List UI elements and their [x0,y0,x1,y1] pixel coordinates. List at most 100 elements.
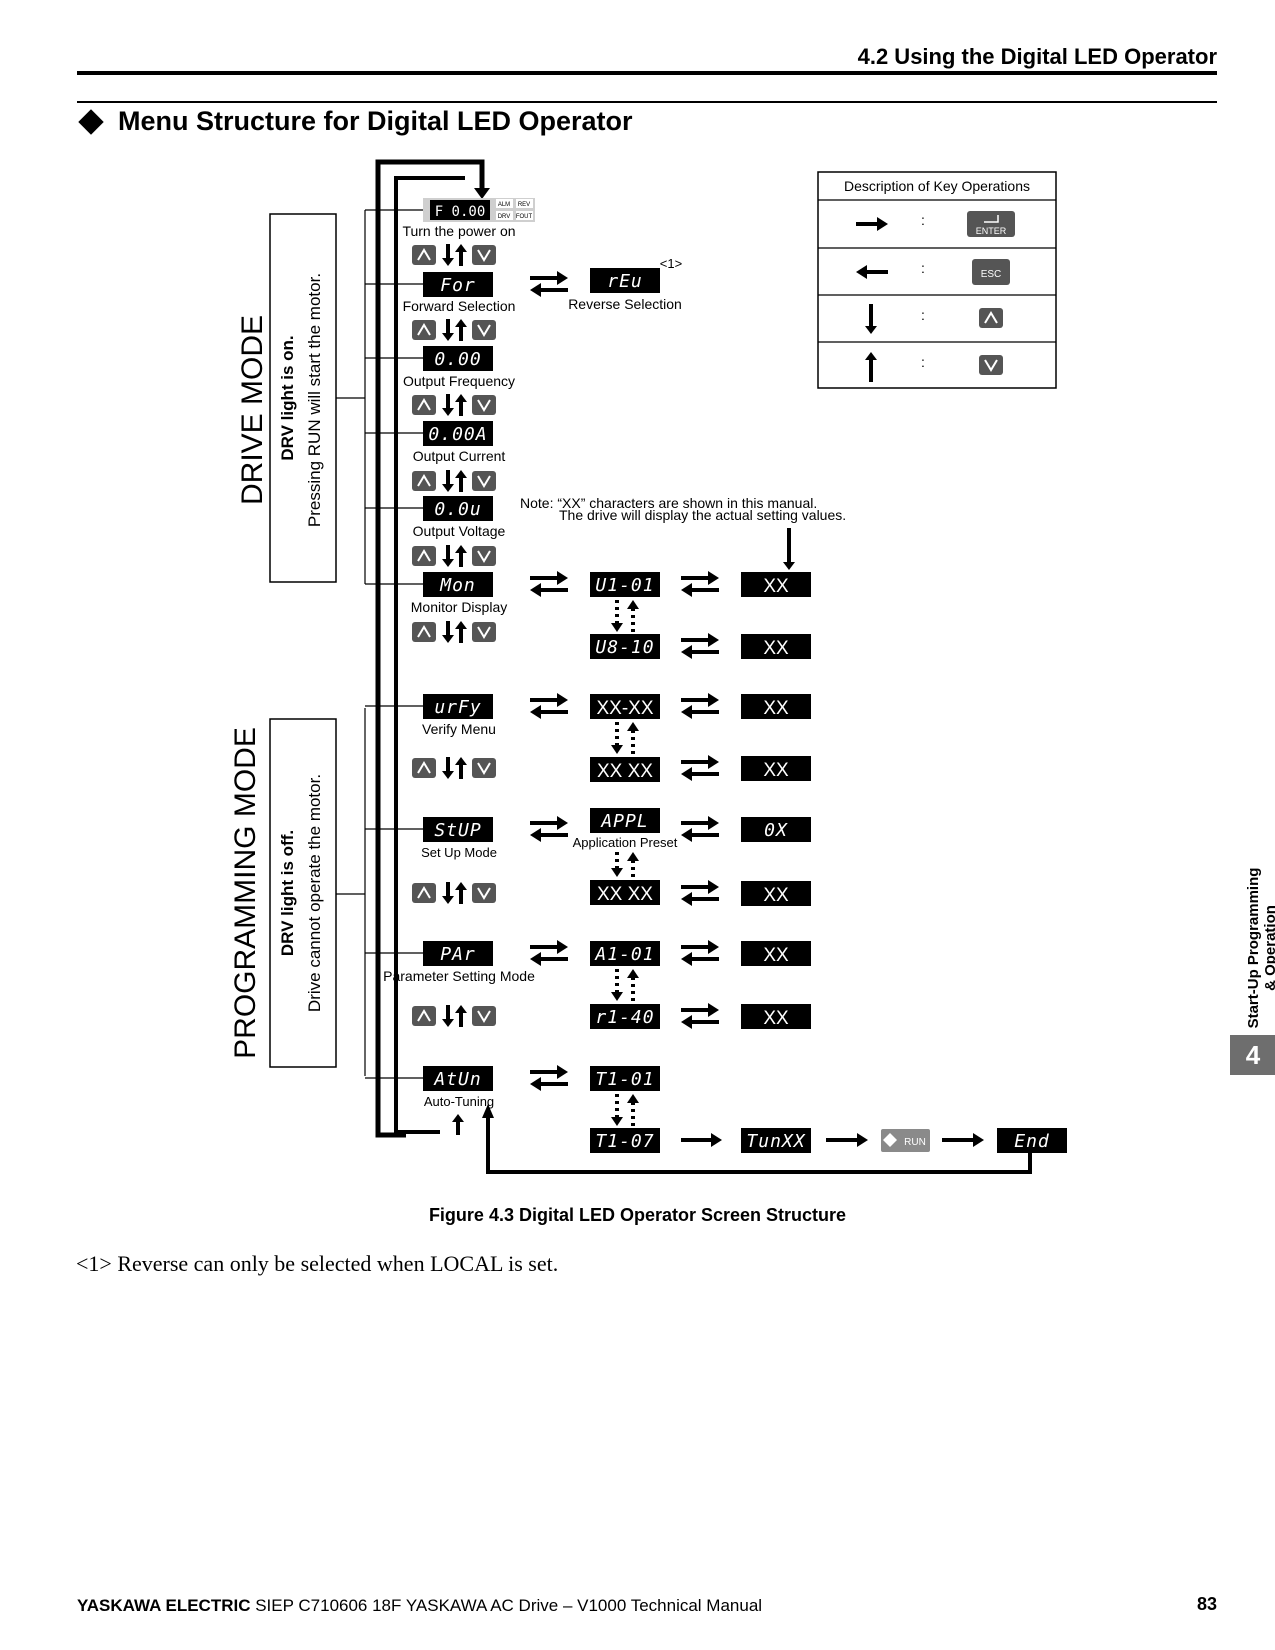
key-row-5-down-arrow-icon [442,559,454,567]
monitor-last-value-swap-left-shaft [690,650,719,654]
tuning-param-first: T1-01 [595,1069,654,1090]
key-row-9-up-key-icon [417,1009,431,1022]
key-row-4-up-key-icon-button [412,471,436,491]
key-row-6-up-key-icon [417,625,431,638]
key-row-3-up-arrow-icon [455,394,467,402]
screen-forward-label: Forward Selection [403,298,516,314]
screen-parameter-display-panel [423,941,493,966]
key-row-8-up-key-icon-button [412,883,436,903]
key-row-1-up-arrow-icon-shaft [459,251,463,266]
key-row-3-up-arrow-icon-shaft [459,401,463,416]
key-row-5-down-key-icon [477,550,491,563]
key-row-9-up-arrow-icon [455,1005,467,1013]
key-row-9-down-key-icon-button [472,1006,496,1026]
footer-text: YASKAWA ELECTRIC SIEP C710606 18F YASKAW… [77,1596,762,1616]
footer-doc: SIEP C710606 18F YASKAWA AC Drive – V100… [250,1596,763,1615]
forward-reverse-swap-left [530,283,541,297]
key-row-8-down-key-icon [477,887,491,900]
setup-last-value-swap-left [681,892,692,906]
monitor-param-first-panel [590,572,660,597]
section-title-text: Menu Structure for Digital LED Operator [118,106,633,136]
screen-output-frequency-display: 0.00 [434,349,481,370]
end-return-arrow-icon [482,1104,494,1118]
power-on-display-panel [430,200,490,220]
key-row-9-up-key-icon-button [412,1006,436,1026]
key-row-7-up-key-icon [417,761,431,774]
screen-output-voltage-label: Output Voltage [413,523,506,539]
monitor-param-last-panel [590,634,660,659]
key-row-1-up-key-icon [417,248,431,261]
down-key-icon-button [979,355,1003,375]
screen-verify-label: Verify Menu [422,721,496,737]
keys-table-title: Description of Key Operations [844,178,1030,194]
key-row-4-down-arrow-icon [442,484,454,492]
key-row-down-arrow-icon-shaft [869,304,873,327]
key-row-7-down-key-icon [477,762,491,775]
key-row-3-down-key-icon [477,399,491,412]
verify-last-value-swap-left-shaft [690,772,719,776]
key-row-6-down-key-icon-button [472,622,496,642]
key-row-8-up-key-icon [417,886,431,899]
parameter-param-swap-in-right [557,940,568,954]
key-row-1-up-arrow-icon [455,244,467,252]
screen-power-on-label: Turn the power on [402,223,515,239]
key-row-8-up-arrow-icon-shaft [459,889,463,904]
drive-mode-title: DRIVE MODE [236,315,269,505]
screen-output-voltage-display-panel [423,496,493,521]
verify-first-value-swap-right [708,693,719,707]
verify-first-value-panel [741,694,811,719]
verify-last-value-swap-right [708,755,719,769]
tuning-param-last: T1-07 [595,1131,654,1152]
screen-parameter-display: PAr [440,944,476,965]
loop-line-outer [375,159,485,1138]
parameter-param-swap-in-left [530,952,541,966]
section-title: Menu Structure for Digital LED Operator [76,106,633,137]
verify-scroll-down-arrow-icon [611,745,623,754]
verify-last-value: XX [763,760,789,781]
key-row-9-up-arrow-icon-shaft [459,1012,463,1027]
key-row-4-up-arrow-icon-shaft [459,477,463,492]
parameter-last-value: XX [763,1008,789,1029]
key-row-left-arrow-icon-shaft [865,270,888,274]
key-row-5-up-key-icon-button [412,546,436,566]
monitor-last-value-swap-right [708,633,719,647]
verify-swap-in-right-shaft [530,698,559,702]
setup-last-value-swap-right-shaft [681,885,710,889]
parameter-first-value-panel [741,941,811,966]
setup-first-swap-left [681,828,692,842]
setup-swap-in-left [530,828,541,842]
key-row-5-up-arrow-icon [455,545,467,553]
verify-first-value-swap-left [681,705,692,719]
header-section-title: 4.2 Using the Digital LED Operator [857,44,1217,69]
monitor-param-swap-in-right-shaft [530,576,559,580]
key-row-left-arrow-icon [856,265,867,279]
verify-param-first: XX-XX [596,698,653,719]
setup-scroll-down-arrow-icon [611,868,623,877]
tuning-fun-display: TunXX [746,1131,805,1152]
loop-line-inner [394,176,465,1134]
screen-auto-tuning-label: Auto-Tuning [424,1094,494,1109]
parameter-last-value-swap-left [681,1015,692,1029]
status-led-alm: ALM [498,202,510,208]
verify-first-value-swap-left-shaft [690,710,719,714]
setup-swap-in-left-shaft [539,833,568,837]
key-row-up-arrow-icon-shaft [869,359,873,382]
reverse-display-panel [590,268,660,293]
key-row-7-down-arrow-icon [442,771,454,779]
setup-scroll-up-arrow-icon [627,852,639,861]
monitor-param-swap-in-right [557,571,568,585]
tuning-param-last-panel [590,1128,660,1153]
key-row-3-down-key-icon-button [472,395,496,415]
key-row-7-up-key-icon-button [412,758,436,778]
key-row-1-up-key-icon-button [412,245,436,265]
parameter-last-value-panel [741,1004,811,1029]
key-row-right-arrow-icon-shaft [856,222,879,226]
key-row-8-down-arrow-icon [442,896,454,904]
key-row-1-down-arrow-icon [442,258,454,266]
reverse-ref: <1> [660,256,682,271]
monitor-first-value: XX [763,576,789,597]
verify-swap-in-right [557,693,568,707]
keys-colon-1: : [921,212,925,228]
tuning-param-swap-in-right-shaft [530,1070,559,1074]
parameter-last-value-swap-right [708,1003,719,1017]
